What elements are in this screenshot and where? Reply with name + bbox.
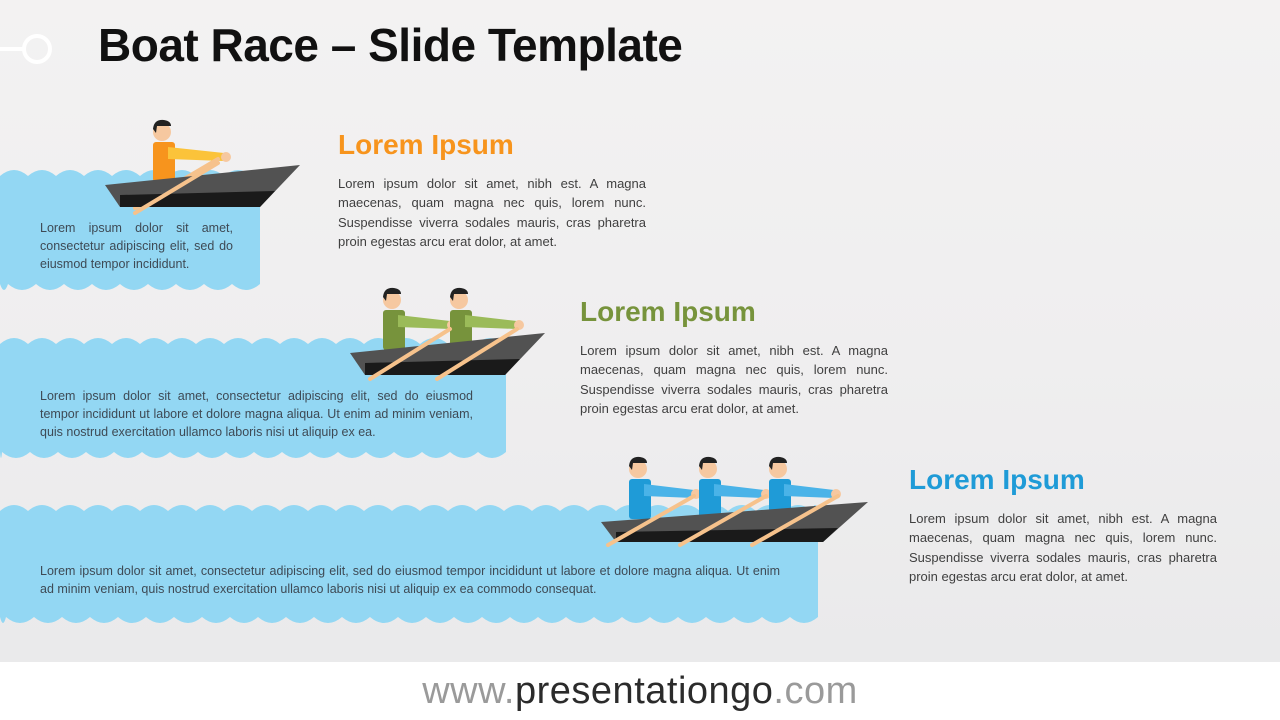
- ring-icon: [20, 34, 52, 64]
- heading-1: Lorem Ipsum: [338, 129, 514, 160]
- slide: Boat Race – Slide Template Lorem ipsum d…: [0, 19, 1217, 623]
- boat-one-rower: [105, 119, 300, 215]
- description-1: Lorem ipsum dolor sit amet, nibh est. A …: [338, 176, 646, 250]
- footer-suffix: .com: [773, 670, 858, 712]
- footer-url[interactable]: www.presentationgo.com: [0, 662, 1280, 720]
- heading-3: Lorem Ipsum: [909, 464, 1085, 495]
- heading-2: Lorem Ipsum: [580, 296, 756, 327]
- boat-three-rowers: [601, 456, 868, 547]
- description-3: Lorem ipsum dolor sit amet, nibh est. A …: [909, 511, 1217, 585]
- wave-text-3: Lorem ipsum dolor sit amet, consectetur …: [40, 564, 780, 596]
- page-title: Boat Race – Slide Template: [98, 19, 683, 71]
- description-2: Lorem ipsum dolor sit amet, nibh est. A …: [580, 343, 888, 417]
- boat-two-rowers: [350, 287, 545, 381]
- wave-text-1: Lorem ipsum dolor sit amet, consectetur …: [40, 221, 233, 271]
- footer-prefix: www.: [422, 670, 515, 712]
- footer-brand: presentationgo: [515, 670, 774, 712]
- wave-text-2: Lorem ipsum dolor sit amet, consectetur …: [40, 389, 473, 439]
- ring-tail-icon: [0, 47, 22, 51]
